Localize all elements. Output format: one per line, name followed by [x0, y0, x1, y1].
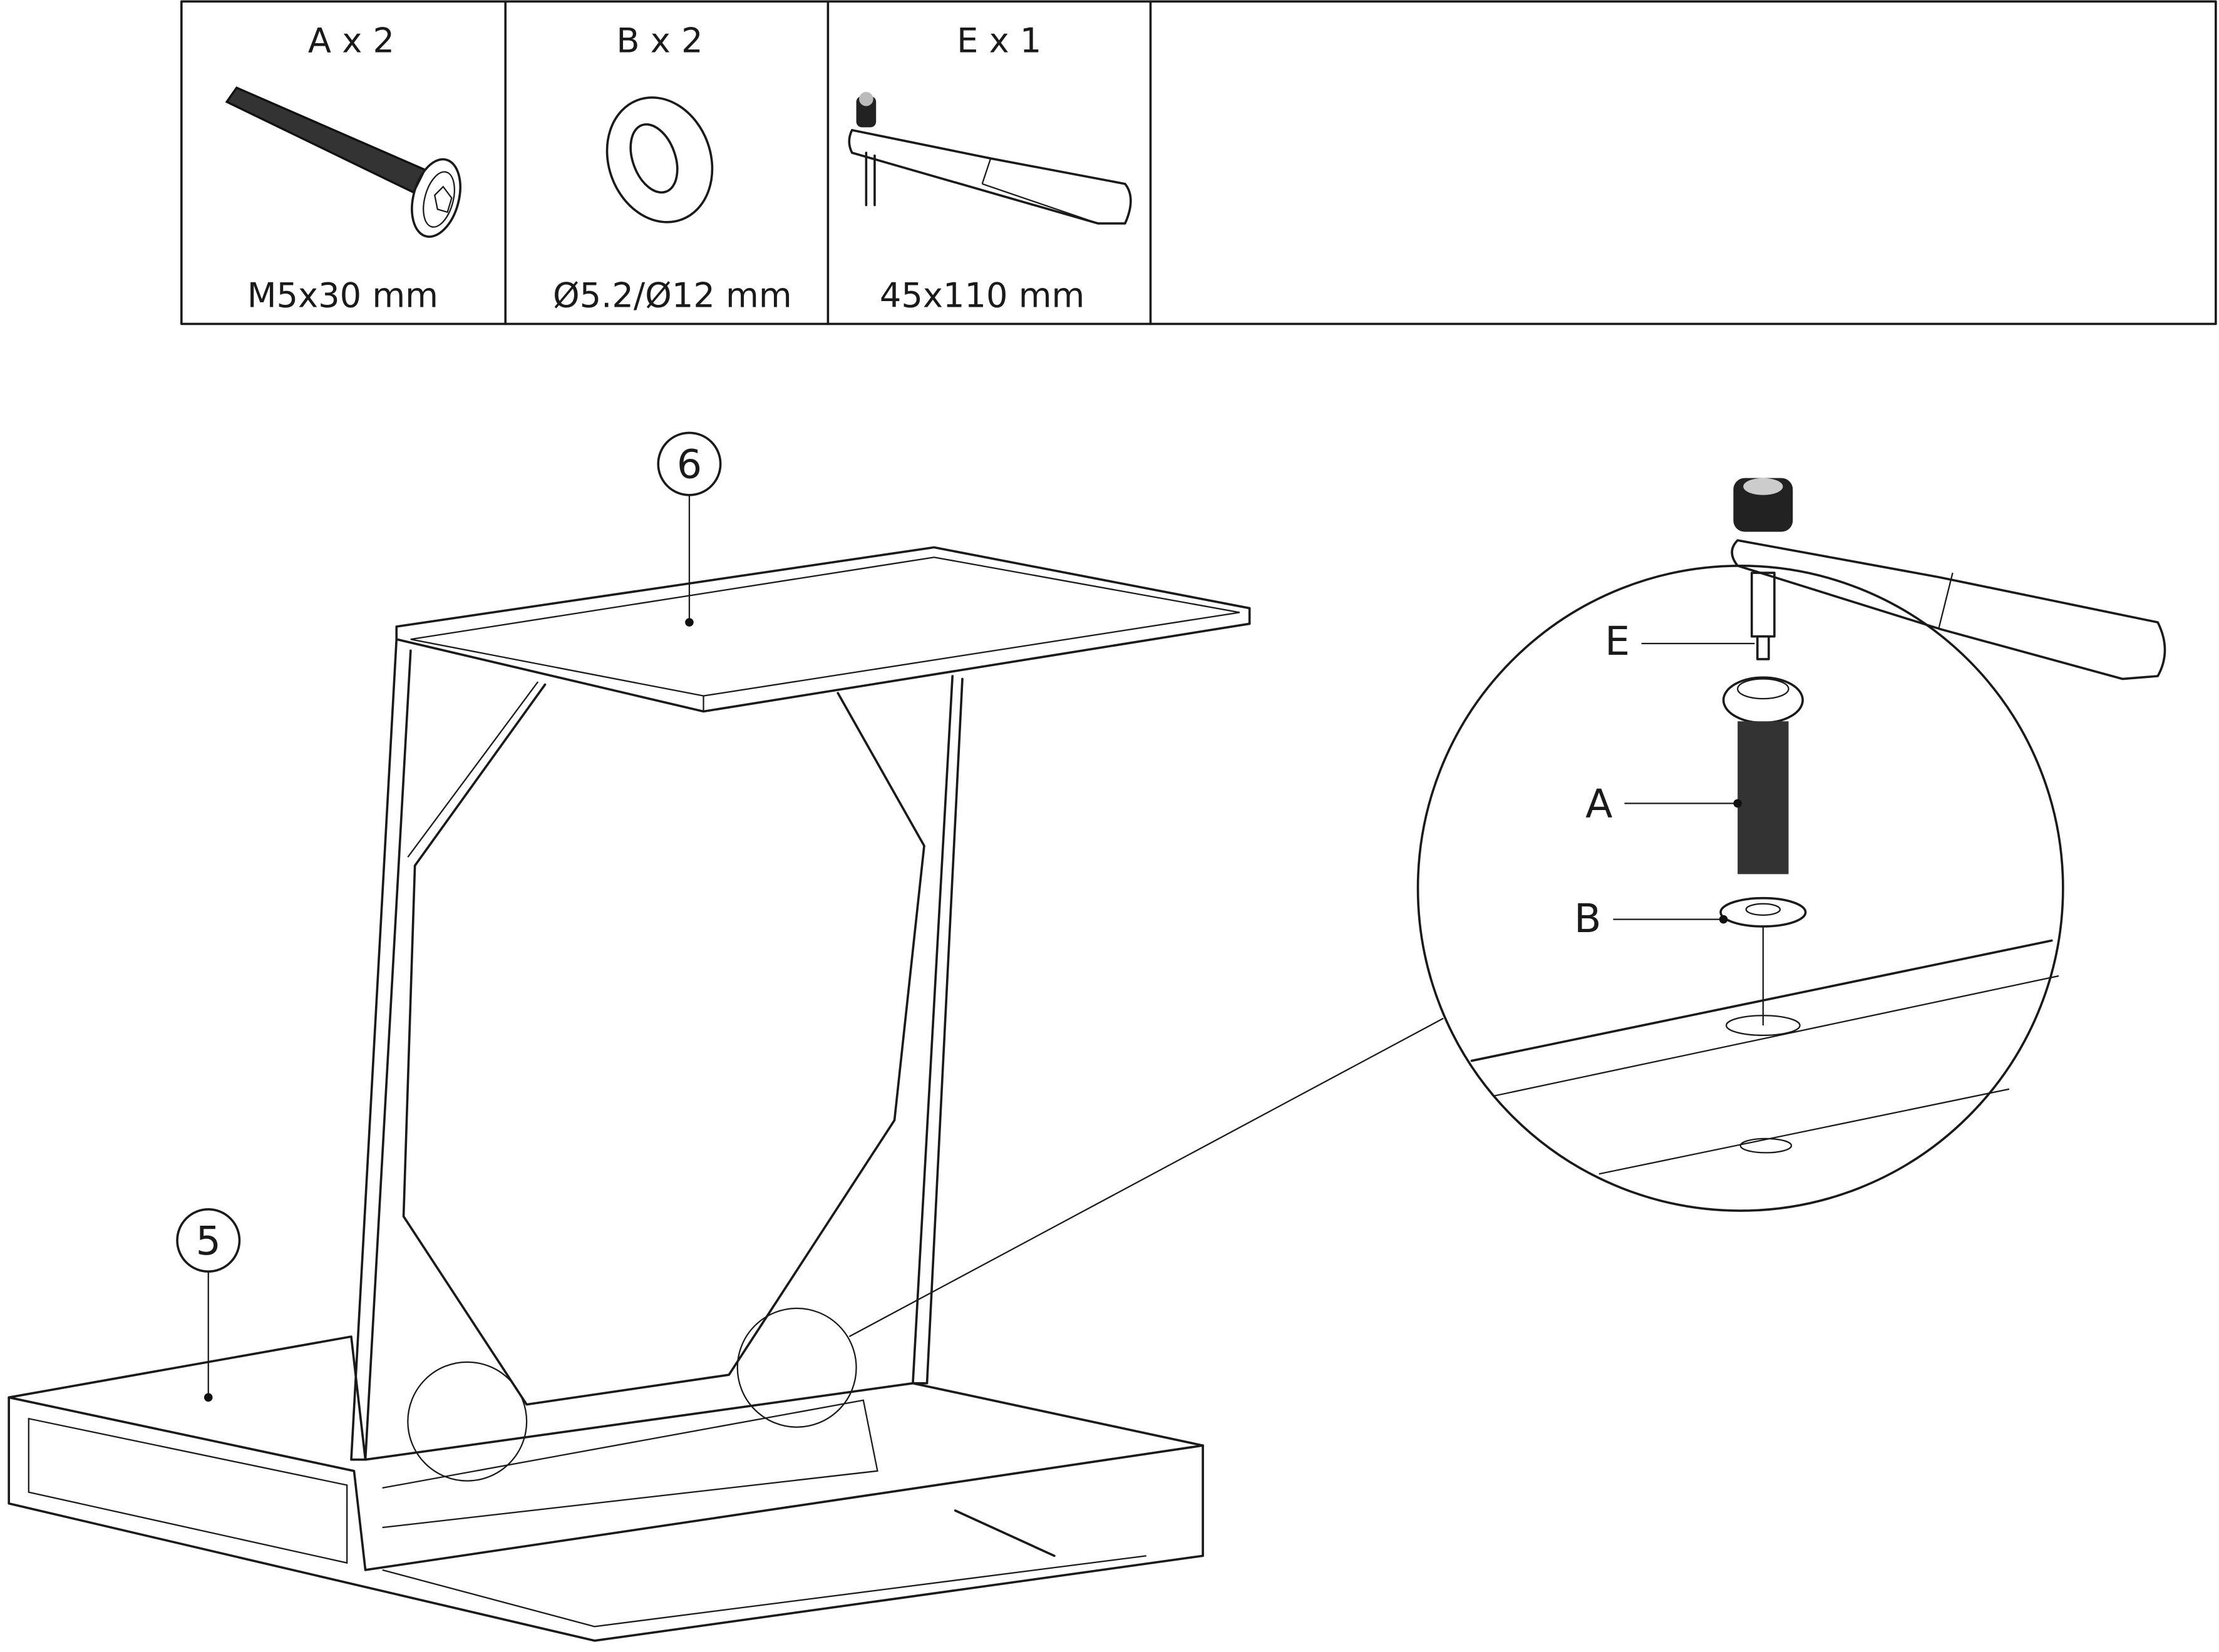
callout-a: A: [1585, 781, 1612, 827]
table-frame: 6 5: [8, 431, 1444, 1642]
bolt-icon: [225, 86, 461, 238]
parts-table-border: [180, 0, 2217, 326]
part-5-label: 5: [196, 1218, 221, 1264]
detail-washer-icon: [1719, 896, 1807, 928]
part-a-spec: M5x30 mm: [247, 275, 438, 315]
washer-icon: [605, 96, 714, 223]
part-b-spec: Ø5.2/Ø12 mm: [553, 275, 792, 315]
part-a-label: A x 2: [308, 21, 394, 61]
part-e-spec: 45x110 mm: [880, 275, 1084, 315]
parts-table: A x 2 B x 2 E x 1 M5x30 mm Ø5.2/Ø12 mm 4…: [180, 0, 2217, 326]
callout-e: E: [1605, 618, 1630, 664]
part-6-label: 6: [677, 441, 702, 488]
detail-view: E A B: [1416, 478, 2166, 1212]
callout-b: B: [1574, 895, 1601, 941]
detail-bolt-icon: [1722, 676, 1804, 875]
part-b-label: B x 2: [616, 21, 703, 61]
ratchet-wrench-icon: [848, 91, 1132, 225]
part-e-label: E x 1: [957, 21, 1041, 61]
